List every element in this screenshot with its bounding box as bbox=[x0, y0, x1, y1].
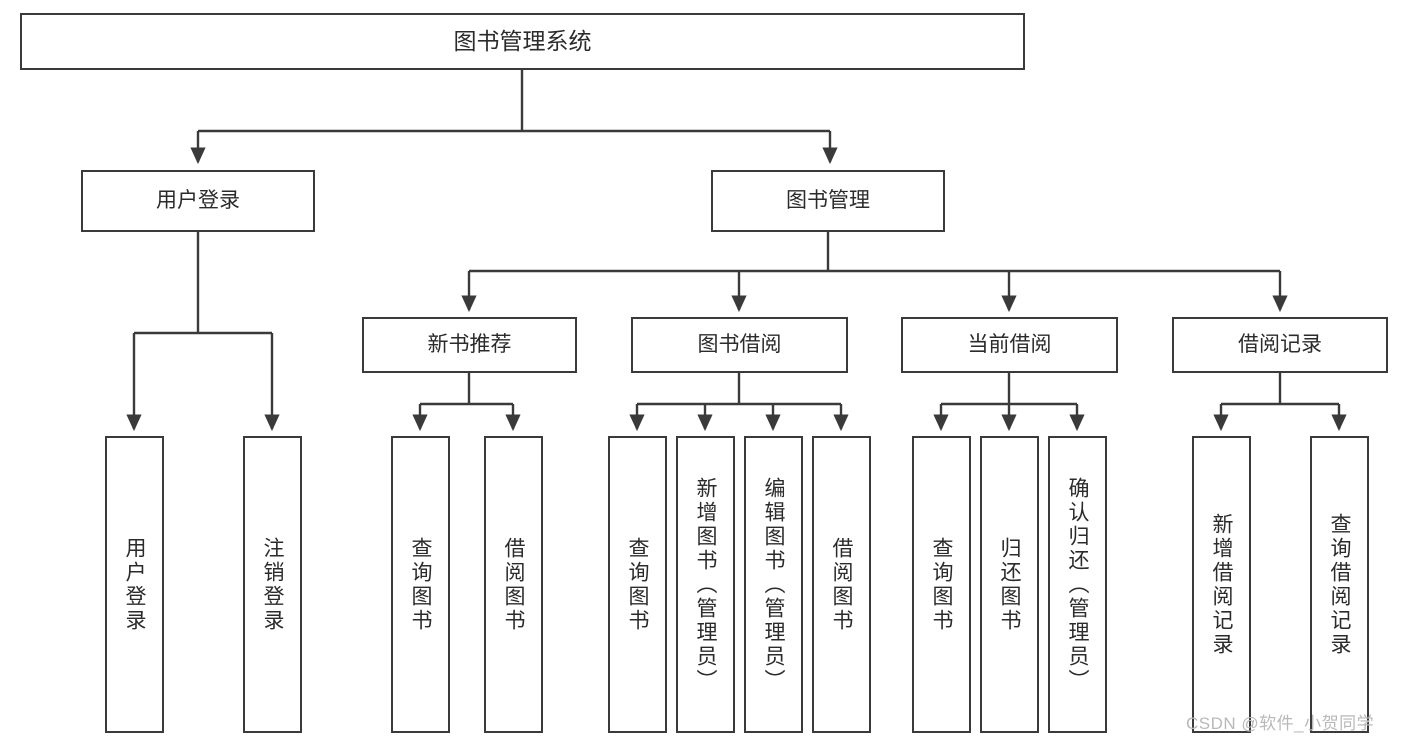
node-current-borrow[interactable]: 当前借阅 bbox=[901, 317, 1118, 373]
node-label: 图书借阅 bbox=[697, 333, 782, 357]
node-label: 查询图书 bbox=[626, 536, 649, 633]
node-label: 用户登录 bbox=[123, 536, 146, 633]
node-label: 查询图书 bbox=[930, 536, 953, 633]
leaf-book-borrow-edit-book-admin[interactable]: 编辑图书（管理员） bbox=[744, 436, 803, 733]
node-label: 确认归还（管理员） bbox=[1066, 476, 1089, 693]
leaf-current-borrow-query-book[interactable]: 查询图书 bbox=[912, 436, 971, 733]
leaf-current-borrow-return-book[interactable]: 归还图书 bbox=[980, 436, 1039, 733]
watermark: CSDN @软件_小贺同学 bbox=[1186, 714, 1375, 733]
leaf-current-borrow-confirm-return-admin[interactable]: 确认归还（管理员） bbox=[1048, 436, 1107, 733]
node-borrow-record[interactable]: 借阅记录 bbox=[1172, 317, 1388, 373]
node-label: 新增图书（管理员） bbox=[694, 476, 717, 693]
node-book-management[interactable]: 图书管理 bbox=[711, 170, 945, 232]
node-label: 借阅图书 bbox=[502, 536, 525, 633]
leaf-user-login-logout[interactable]: 注销登录 bbox=[243, 436, 302, 733]
node-label: 注销登录 bbox=[261, 536, 284, 633]
node-label: 图书管理系统 bbox=[453, 27, 592, 54]
leaf-borrow-record-query-record[interactable]: 查询借阅记录 bbox=[1310, 436, 1369, 733]
node-label: 借阅图书 bbox=[830, 536, 853, 633]
leaf-new-book-query-book[interactable]: 查询图书 bbox=[391, 436, 450, 733]
node-root-book-management-system[interactable]: 图书管理系统 bbox=[20, 13, 1025, 70]
node-label: 查询图书 bbox=[409, 536, 432, 633]
node-label: 归还图书 bbox=[998, 536, 1021, 633]
node-label: 借阅记录 bbox=[1238, 333, 1322, 357]
leaf-new-book-borrow-book[interactable]: 借阅图书 bbox=[484, 436, 543, 733]
node-label: 新增借阅记录 bbox=[1210, 512, 1233, 657]
leaf-borrow-record-add-record[interactable]: 新增借阅记录 bbox=[1192, 436, 1251, 733]
node-user-login[interactable]: 用户登录 bbox=[81, 170, 315, 232]
node-label: 图书管理 bbox=[786, 189, 870, 213]
node-book-borrow[interactable]: 图书借阅 bbox=[631, 317, 848, 373]
node-label: 查询借阅记录 bbox=[1328, 512, 1351, 657]
leaf-book-borrow-borrow-book[interactable]: 借阅图书 bbox=[812, 436, 871, 733]
node-label: 当前借阅 bbox=[967, 333, 1052, 357]
node-label: 编辑图书（管理员） bbox=[762, 476, 785, 693]
node-new-book-recommend[interactable]: 新书推荐 bbox=[362, 317, 577, 373]
leaf-book-borrow-add-book-admin[interactable]: 新增图书（管理员） bbox=[676, 436, 735, 733]
leaf-book-borrow-query-book[interactable]: 查询图书 bbox=[608, 436, 667, 733]
node-label: 新书推荐 bbox=[427, 333, 512, 357]
leaf-user-login-login[interactable]: 用户登录 bbox=[105, 436, 164, 733]
node-label: 用户登录 bbox=[156, 189, 240, 213]
